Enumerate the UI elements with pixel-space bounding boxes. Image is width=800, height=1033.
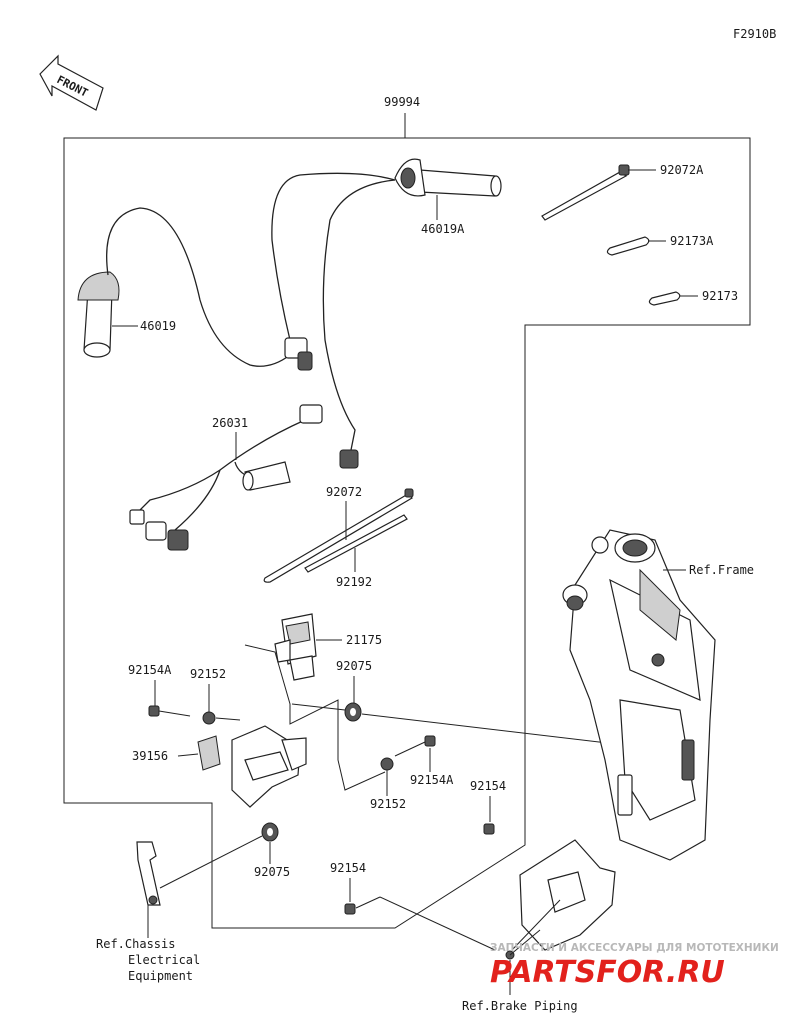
ref-chassis-line2: Electrical <box>128 953 200 967</box>
label-92072: 92072 <box>326 485 362 499</box>
ref-brake-piping: Ref.Brake Piping <box>462 999 578 1013</box>
label-92152-left: 92152 <box>190 667 226 681</box>
label-92173A: 92173A <box>670 234 714 248</box>
label-92192: 92192 <box>336 575 372 589</box>
clamp-92173-drawing <box>648 291 681 306</box>
cable-tie-92072A-drawing <box>541 164 630 221</box>
label-99994: 99994 <box>384 95 420 109</box>
ref-chassis-line1: Ref.Chassis <box>96 937 175 951</box>
chassis-bracket-drawing <box>136 841 161 906</box>
label-92075-top: 92075 <box>336 659 372 673</box>
bolt-92154-right-icon <box>483 823 495 835</box>
watermark-tagline: ЗАПЧАСТИ И АКСЕССУАРЫ ДЛЯ МОТОТЕХНИКИ <box>490 942 779 954</box>
label-92075-bottom: 92075 <box>254 865 290 879</box>
pad-39156-drawing <box>197 735 221 771</box>
sub-harness-26031-drawing <box>129 404 323 551</box>
collar-92152-left-icon <box>202 711 216 725</box>
label-92154-bottom: 92154 <box>330 861 366 875</box>
label-92154A-left: 92154A <box>128 663 172 677</box>
ref-chassis-line3: Equipment <box>128 969 193 983</box>
label-46019: 46019 <box>140 319 176 333</box>
label-46019A: 46019A <box>421 222 465 236</box>
cable-tie-92072-drawing <box>263 488 414 583</box>
label-39156: 39156 <box>132 749 168 763</box>
bolt-92154A-left-icon <box>148 705 191 717</box>
frame-drawing <box>562 529 716 861</box>
grip-heater-46019-drawing <box>77 271 120 358</box>
bolt-92154-bottom-icon <box>344 903 356 915</box>
wiring-harness <box>106 172 396 469</box>
collar-92152-right-icon <box>380 757 394 771</box>
grommet-92075-top-icon <box>344 702 362 722</box>
switch-21175-drawing <box>274 613 317 681</box>
ref-frame: Ref.Frame <box>689 563 754 577</box>
figure-code: F2910B <box>733 27 776 41</box>
brake-piping-bracket-drawing <box>505 839 616 960</box>
grip-heater-46019A-drawing <box>394 158 502 197</box>
label-92152-right: 92152 <box>370 797 406 811</box>
label-21175: 21175 <box>346 633 382 647</box>
label-92173: 92173 <box>702 289 738 303</box>
label-92072A: 92072A <box>660 163 704 177</box>
label-92154A-right: 92154A <box>410 773 454 787</box>
kit-outline <box>63 113 751 929</box>
bolt-92154A-right-icon <box>394 735 436 757</box>
clamp-92173A-drawing <box>606 236 650 256</box>
front-arrow-icon: FRONT <box>39 54 104 111</box>
watermark-brand: PARTSFOR.RU <box>490 955 725 990</box>
bracket-outline <box>244 644 386 791</box>
label-92154-right: 92154 <box>470 779 506 793</box>
grommet-92075-bottom-icon <box>261 822 279 842</box>
label-26031: 26031 <box>212 416 248 430</box>
band-92192-drawing <box>304 514 408 573</box>
bracket-drawing <box>231 725 307 808</box>
